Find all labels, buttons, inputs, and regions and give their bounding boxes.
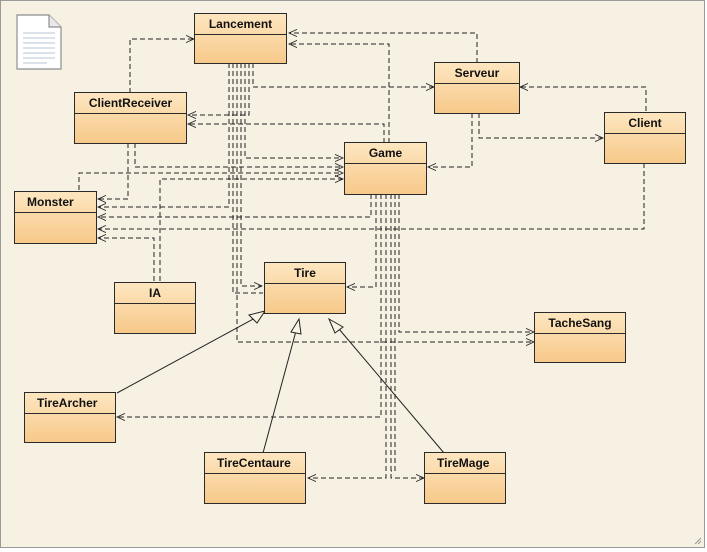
- class-name: IA: [115, 283, 195, 304]
- class-name: Game: [345, 143, 426, 164]
- class-box-tire-mage[interactable]: TireMage: [424, 452, 506, 504]
- class-name: Serveur: [435, 63, 519, 84]
- class-box-tire-archer[interactable]: TireArcher: [24, 392, 116, 443]
- class-name: Client: [605, 113, 685, 134]
- class-box-lancement[interactable]: Lancement: [194, 13, 287, 64]
- class-box-tire-centaure[interactable]: TireCentaure: [204, 452, 306, 504]
- class-box-tire[interactable]: Tire: [264, 262, 346, 314]
- class-box-ia[interactable]: IA: [114, 282, 196, 334]
- class-box-game[interactable]: Game: [344, 142, 427, 195]
- class-box-monster[interactable]: Monster: [14, 191, 97, 244]
- class-name: Tire: [265, 263, 345, 284]
- class-name: Lancement: [195, 14, 286, 35]
- class-name: TacheSang: [535, 313, 625, 334]
- class-box-client[interactable]: Client: [604, 112, 686, 164]
- class-box-serveur[interactable]: Serveur: [434, 62, 520, 114]
- class-box-tache-sang[interactable]: TacheSang: [534, 312, 626, 363]
- class-name: ClientReceiver: [75, 93, 186, 114]
- class-name: TireMage: [425, 453, 505, 474]
- class-name: Monster: [15, 192, 96, 213]
- class-name: TireCentaure: [205, 453, 305, 474]
- class-box-client-receiver[interactable]: ClientReceiver: [74, 92, 187, 144]
- document-icon: [16, 14, 62, 70]
- class-name: TireArcher: [25, 393, 115, 414]
- resize-grip-icon[interactable]: [692, 535, 702, 545]
